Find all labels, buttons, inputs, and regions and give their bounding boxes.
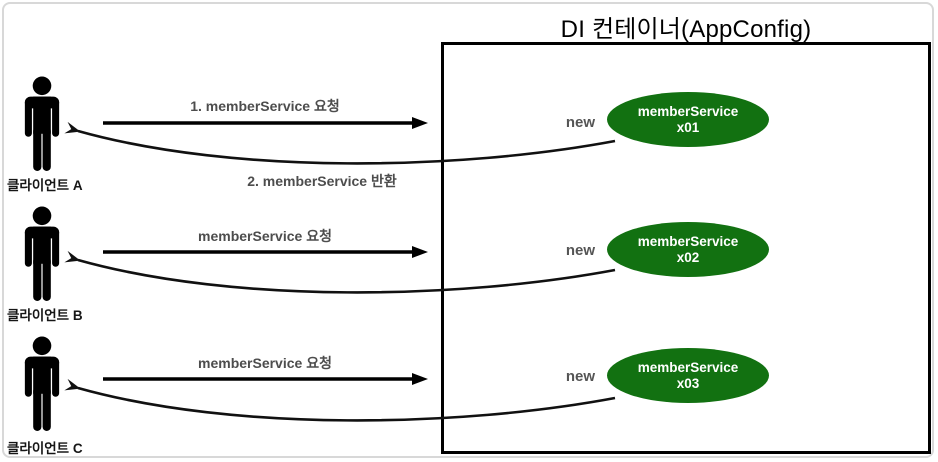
di-container-title: DI 컨테이너(AppConfig) <box>560 16 812 43</box>
request-arrow-label: memberService 요청 <box>198 228 332 244</box>
instance-name: memberService <box>637 233 739 249</box>
client-label: 클라이언트 A <box>7 178 83 193</box>
instance-id: x02 <box>676 249 700 265</box>
member-service-instance: memberService x01 <box>607 92 769 147</box>
request-arrow-label: 1. memberService 요청 <box>190 98 340 114</box>
instance-name: memberService <box>637 103 739 119</box>
client-label: 클라이언트 B <box>7 308 83 323</box>
client-label: 클라이언트 C <box>7 441 83 456</box>
instance-name: memberService <box>637 359 739 375</box>
instance-id: x03 <box>676 375 700 391</box>
return-arrow-label: 2. memberService 반환 <box>247 173 397 189</box>
member-service-instance: memberService x03 <box>607 348 769 403</box>
new-keyword-label: new <box>565 242 595 259</box>
request-arrow-label: memberService 요청 <box>198 355 332 371</box>
new-keyword-label: new <box>565 114 595 131</box>
instance-id: x01 <box>676 119 700 135</box>
new-keyword-label: new <box>565 368 595 385</box>
client-figure-icon <box>23 76 61 171</box>
member-service-instance: memberService x02 <box>607 222 769 277</box>
client-figure-icon <box>23 336 61 431</box>
client-figure-icon <box>23 206 61 301</box>
